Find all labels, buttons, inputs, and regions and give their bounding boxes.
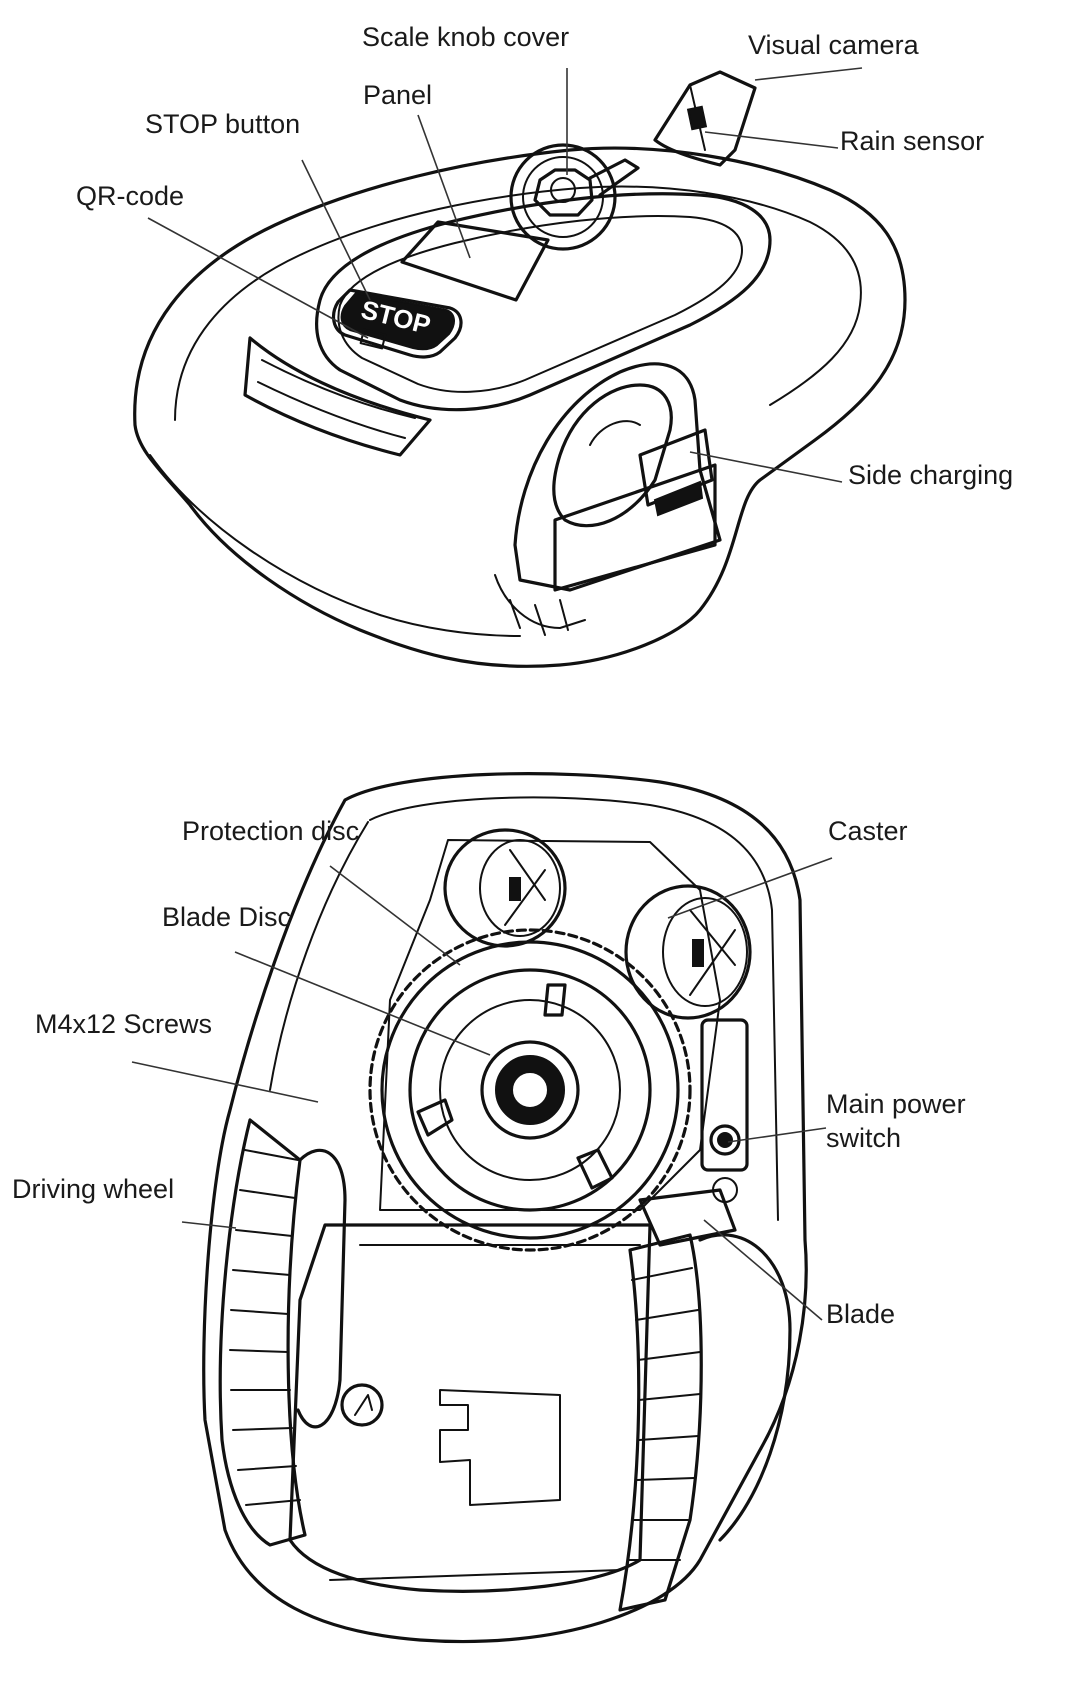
side-charging-inner (653, 480, 704, 517)
panel-screen (400, 220, 550, 302)
label-driving-wheel: Driving wheel (12, 1174, 174, 1204)
driving-wheel-right (618, 1233, 792, 1612)
mower-skirt (149, 454, 521, 637)
visual-camera (653, 70, 757, 167)
top-deck-inner (337, 215, 743, 393)
label-protection-disc: Protection disc (182, 816, 359, 846)
label-side-charging: Side charging (848, 460, 1013, 490)
label-caster: Caster (828, 816, 908, 846)
label-qr-code: QR-code (76, 181, 184, 211)
underside-shell (202, 772, 808, 1644)
underside-shell-inner (369, 796, 779, 1221)
bottom-view-labels: Protection disc Caster Blade Disc M4x12 … (12, 816, 966, 1329)
label-panel: Panel (363, 80, 432, 110)
blade (638, 1188, 737, 1247)
driving-wheel-left (218, 1118, 347, 1547)
stop-button: STOP (331, 288, 463, 359)
top-view-leaders (147, 67, 863, 483)
label-main-power-switch-line2: switch (826, 1123, 901, 1153)
front-grille-slot (261, 359, 416, 419)
mower-body-inner (174, 185, 862, 421)
label-rain-sensor: Rain sensor (840, 126, 984, 156)
charging-plate (553, 463, 717, 592)
scale-knob (509, 143, 640, 251)
top-view-mower: STOP (133, 70, 907, 668)
label-visual-camera: Visual camera (748, 30, 920, 60)
blade-disc-assembly (368, 928, 692, 1252)
label-blade-disc: Blade Disc (162, 902, 291, 932)
front-grille-slot-2 (257, 381, 406, 439)
bottom-view-leaders (131, 857, 833, 1321)
caster-frame (379, 839, 721, 1211)
qr-code (359, 328, 387, 350)
battery-cover (288, 1223, 652, 1593)
front-grille (243, 336, 432, 457)
top-view-labels: Scale knob cover Visual camera Panel Rai… (76, 22, 1013, 490)
label-scale-knob-cover: Scale knob cover (362, 22, 569, 52)
label-blade: Blade (826, 1299, 895, 1329)
label-m4x12-screws: M4x12 Screws (35, 1009, 212, 1039)
label-stop-button: STOP button (145, 109, 300, 139)
bottom-view-mower (202, 772, 808, 1644)
underside-shell-inner-left (269, 821, 369, 1091)
label-main-power-switch-line1: Main power (826, 1089, 966, 1119)
mower-body-outline (133, 146, 907, 668)
top-deck (315, 192, 772, 412)
main-power-switch (700, 1018, 749, 1203)
caster-left (443, 828, 567, 948)
rear-wheel (494, 362, 722, 636)
